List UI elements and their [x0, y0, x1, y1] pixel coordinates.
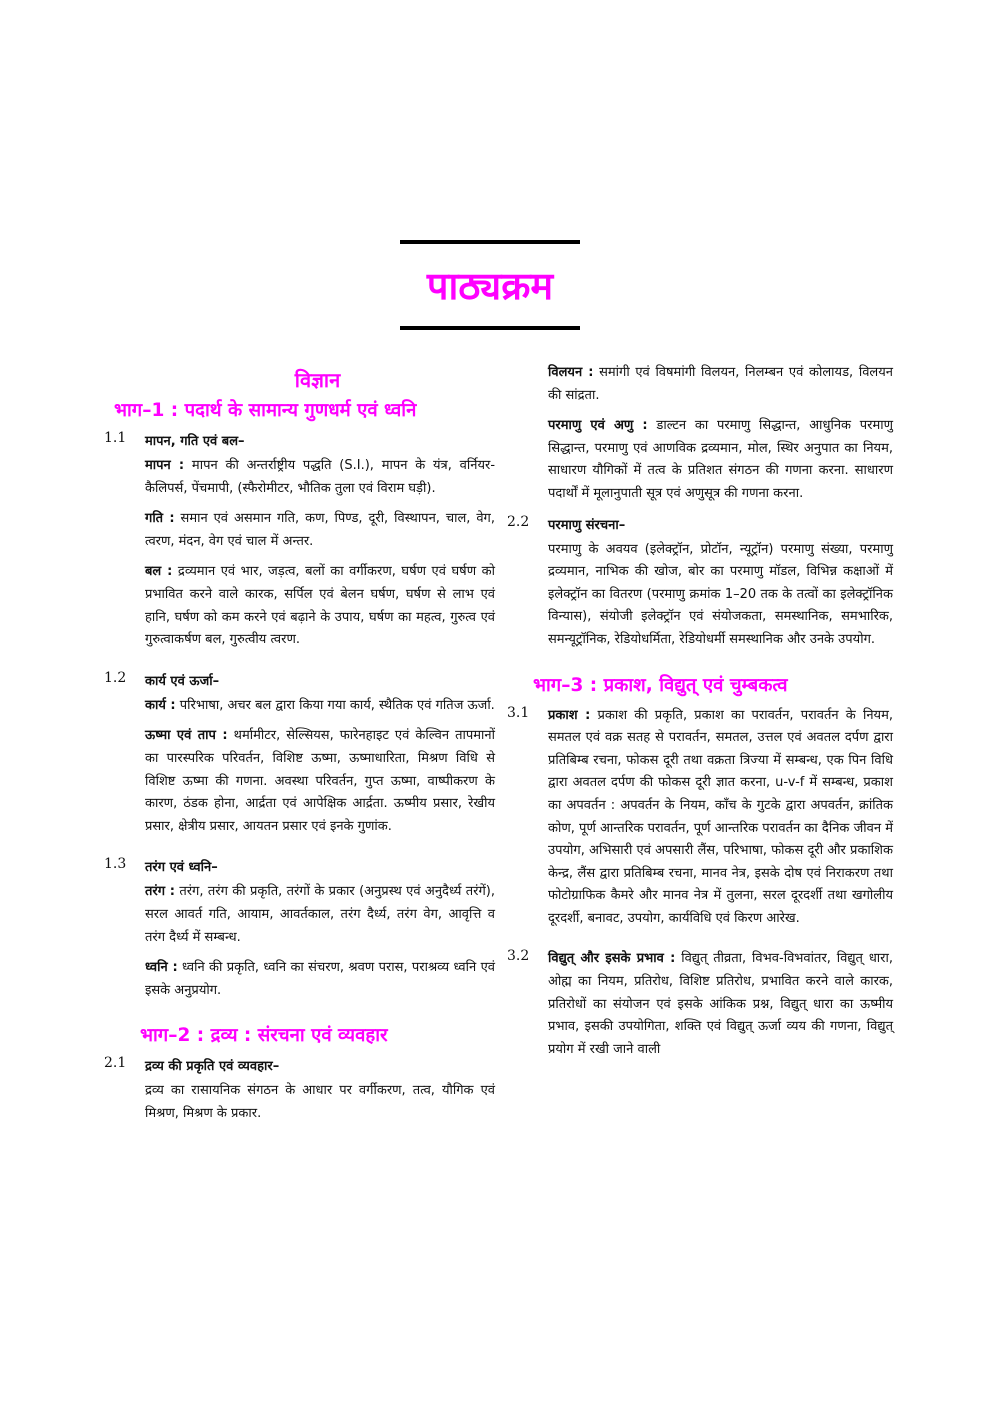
section-2-2: 2.2 परमाणु संरचना– परमाणु के अवयव (इलेक्…: [503, 514, 893, 652]
section-title: द्रव्य की प्रकृति एवं व्यवहार–: [145, 1059, 280, 1075]
left-column: विज्ञान भाग–1 : पदार्थ के सामान्य गुणधर्…: [100, 362, 495, 1133]
term: तरंग :: [145, 884, 175, 900]
paragraph: परमाणु एवं अणु : डाल्टन का परमाणु सिद्धा…: [548, 415, 893, 505]
paragraph-text: द्रव्यमान एवं भार, जड़त्व, बलों का वर्गी…: [145, 564, 495, 648]
paragraph: द्रव्य का रासायनिक संगठन के आधार पर वर्ग…: [145, 1080, 495, 1125]
term: प्रकाश :: [548, 707, 591, 723]
part-3-heading: भाग–3 : प्रकाश, विद्युत् एवं चुम्बकत्व: [533, 674, 788, 696]
section-number: 1.2: [104, 669, 127, 686]
section-number: 3.1: [507, 704, 530, 721]
paragraph-text: परमाणु के अवयव (इलेक्ट्रॉन, प्रोटॉन, न्य…: [548, 541, 893, 647]
section-2-1-continued: विलयन : समांगी एवं विषमांगी विलयन, निलम्…: [503, 362, 893, 506]
paragraph: ध्वनि : ध्वनि की प्रकृति, ध्वनि का संचरण…: [145, 957, 495, 1002]
section-number: 1.1: [104, 430, 127, 446]
section-title: कार्य एवं ऊर्जा–: [145, 673, 220, 689]
term: विलयन :: [548, 365, 594, 380]
title-rule-top: [400, 240, 580, 244]
paragraph: परमाणु के अवयव (इलेक्ट्रॉन, प्रोटॉन, न्य…: [548, 539, 893, 652]
paragraph: विद्युत् और इसके प्रभाव : विद्युत् तीव्र…: [548, 948, 893, 1061]
term: बल :: [145, 564, 173, 580]
section-1-3: 1.3 तरंग एवं ध्वनि– तरंग : तरंग, तरंग की…: [100, 856, 495, 1002]
section-title: परमाणु संरचना–: [548, 517, 626, 533]
section-title: तरंग एवं ध्वनि–: [145, 860, 218, 876]
paragraph: विलयन : समांगी एवं विषमांगी विलयन, निलम्…: [548, 362, 893, 407]
section-3-1: 3.1 प्रकाश : प्रकाश की प्रकृति, प्रकाश क…: [503, 705, 893, 931]
paragraph: बल : द्रव्यमान एवं भार, जड़त्व, बलों का …: [145, 561, 495, 651]
paragraph: मापन : मापन की अन्तर्राष्ट्रीय पद्धति (S…: [145, 455, 495, 500]
page-title: पाठ्यक्रम: [426, 264, 554, 308]
paragraph-text: समान एवं असमान गति, कण, पिण्ड, दूरी, विस…: [145, 511, 496, 549]
title-block: पाठ्यक्रम: [400, 240, 580, 330]
paragraph-text: मापन की अन्तर्राष्ट्रीय पद्धति (S.I.), म…: [145, 458, 496, 496]
paragraph-text: तरंग, तरंग की प्रकृति, तरंगों के प्रकार …: [145, 884, 495, 945]
part-1-heading: भाग–1 : पदार्थ के सामान्य गुणधर्म एवं ध्…: [114, 400, 417, 421]
section-1-2: 1.2 कार्य एवं ऊर्जा– कार्य : परिभाषा, अच…: [100, 670, 495, 839]
paragraph: कार्य : परिभाषा, अचर बल द्वारा किया गया …: [145, 695, 495, 718]
section-number: 2.2: [507, 513, 530, 530]
term: कार्य :: [145, 697, 176, 713]
paragraph-text: डाल्टन का परमाणु सिद्धान्त, आधुनिक परमाण…: [548, 418, 894, 501]
paragraph: प्रकाश : प्रकाश की प्रकृति, प्रकाश का पर…: [548, 705, 893, 931]
paragraph: ऊष्मा एवं ताप : थर्मामीटर, सेल्सियस, फार…: [145, 725, 495, 838]
paragraph-text: द्रव्य का रासायनिक संगठन के आधार पर वर्ग…: [145, 1083, 495, 1121]
paragraph: गति : समान एवं असमान गति, कण, पिण्ड, दूर…: [145, 508, 495, 553]
section-2-1: 2.1 द्रव्य की प्रकृति एवं व्यवहार– द्रव्…: [100, 1055, 495, 1125]
paragraph-text: समांगी एवं विषमांगी विलयन, निलम्बन एवं क…: [548, 365, 893, 403]
section-number: 2.1: [104, 1055, 127, 1072]
term: ऊष्मा एवं ताप :: [145, 728, 228, 744]
term: विद्युत् और इसके प्रभाव :: [548, 951, 676, 967]
paragraph-text: ध्वनि की प्रकृति, ध्वनि का संचरण, श्रवण …: [145, 960, 495, 998]
section-number: 3.2: [507, 948, 530, 965]
title-rule-bottom: [400, 326, 580, 330]
paragraph-text: प्रकाश की प्रकृति, प्रकाश का परावर्तन, प…: [548, 707, 893, 926]
term: मापन :: [145, 458, 185, 473]
term: ध्वनि :: [145, 960, 178, 976]
section-title: मापन, गति एवं बल–: [145, 434, 245, 449]
term: गति :: [145, 511, 175, 527]
paragraph-text: परिभाषा, अचर बल द्वारा किया गया कार्य, स…: [175, 697, 495, 713]
section-number: 1.3: [104, 856, 127, 873]
right-column: विलयन : समांगी एवं विषमांगी विलयन, निलम्…: [503, 362, 893, 1069]
section-3-2: 3.2 विद्युत् और इसके प्रभाव : विद्युत् त…: [503, 948, 893, 1061]
subject-heading: विज्ञान: [294, 368, 341, 392]
part-2-heading: भाग–2 : द्रव्य : संरचना एवं व्यवहार: [140, 1025, 388, 1047]
section-1-1: 1.1 मापन, गति एवं बल– मापन : मापन की अन्…: [100, 430, 495, 652]
paragraph-text: विद्युत् तीव्रता, विभव-विभवांतर, विद्युत…: [548, 951, 893, 1057]
paragraph: तरंग : तरंग, तरंग की प्रकृति, तरंगों के …: [145, 881, 495, 949]
paragraph-text: थर्मामीटर, सेल्सियस, फारेनहाइट एवं केल्व…: [145, 728, 495, 834]
term: परमाणु एवं अणु :: [548, 418, 648, 434]
